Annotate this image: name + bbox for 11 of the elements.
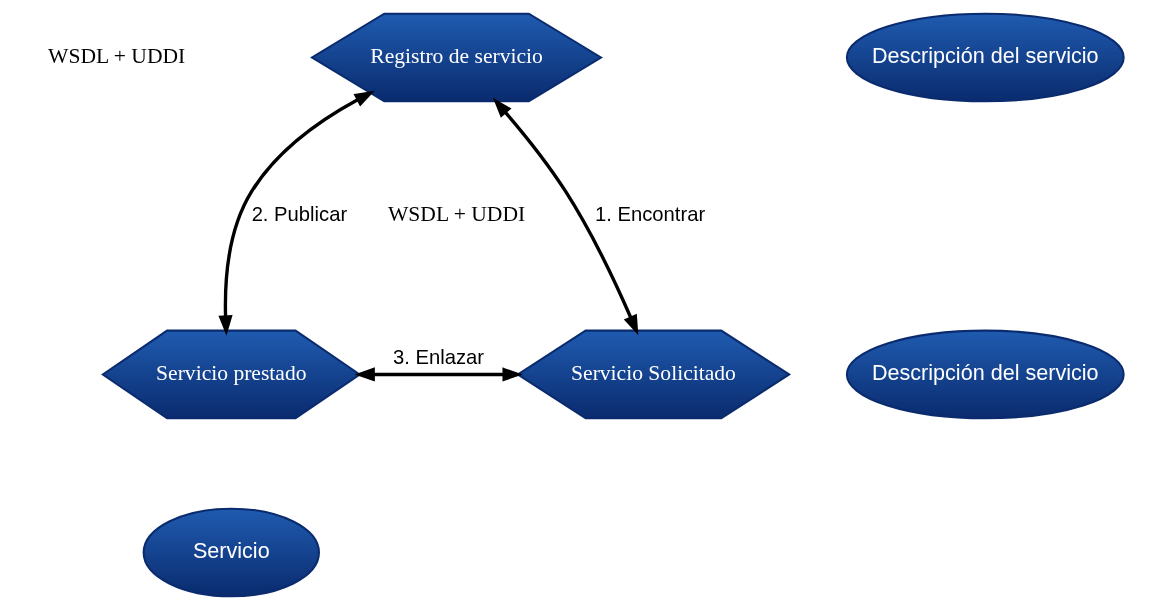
arrow	[217, 90, 375, 336]
node-ellipse: Descripción del servicio	[845, 12, 1125, 103]
edge-label: 1. Encontrar	[594, 202, 705, 225]
node-ellipse: Servicio	[142, 507, 320, 598]
edge-label: 3. Enlazar	[392, 345, 484, 368]
node-ellipse: Descripción del servicio	[845, 329, 1125, 420]
arrow	[354, 367, 523, 382]
arrow	[492, 97, 638, 336]
label: WSDL + UDDI	[47, 43, 185, 68]
label: WSDL + UDDI	[387, 202, 525, 227]
edge-label: 2. Publicar	[251, 202, 347, 225]
